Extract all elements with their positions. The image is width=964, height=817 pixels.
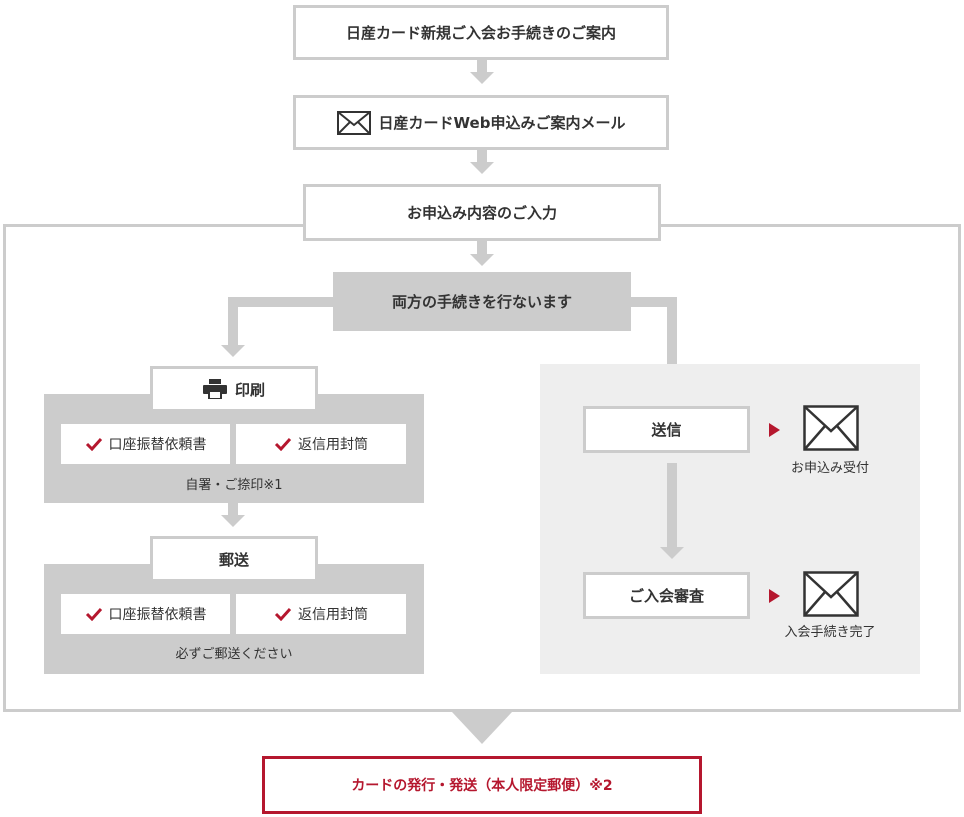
arrow-head — [470, 254, 494, 266]
both-procedures-label: 両方の手続きを行ないます — [391, 293, 572, 311]
final-step-box: カードの発行・発送（本人限定郵便）※2 — [262, 756, 702, 814]
check-item-label: 口座振替依頼書 — [108, 437, 207, 453]
print-note: 自署・ご捺印※1 — [185, 478, 283, 493]
mail-header: 郵送 — [150, 536, 318, 582]
check-item: 返信用封筒 — [236, 594, 406, 634]
send-box: 送信 — [583, 406, 750, 453]
review-label: ご入会審査 — [628, 587, 704, 605]
printer-icon — [202, 379, 227, 399]
mail-icon — [336, 110, 371, 135]
send-label: 送信 — [651, 421, 682, 439]
check-item-label: 口座振替依頼書 — [108, 607, 207, 623]
check-item: 口座振替依頼書 — [61, 424, 230, 464]
check-item: 返信用封筒 — [236, 424, 406, 464]
step-email-box: 日産カードWeb申込みご案内メール — [293, 95, 669, 150]
branch-connector-right — [667, 297, 677, 377]
mail-label: 郵送 — [218, 550, 249, 569]
arrow-head — [470, 162, 494, 174]
arrow-shaft — [477, 60, 487, 74]
arrow-head — [452, 712, 512, 744]
arrow-head — [221, 515, 245, 527]
mail-icon — [803, 405, 859, 451]
both-procedures-box: 両方の手続きを行ないます — [333, 272, 631, 331]
step-input-box: お申込み内容のご入力 — [303, 184, 661, 241]
check-item-label: 返信用封筒 — [298, 437, 368, 453]
play-arrow-icon — [769, 423, 780, 437]
checkmark-icon — [85, 437, 102, 451]
branch-connector-right — [631, 297, 677, 307]
step-guide-label: 日産カード新規ご入会お手続きのご案内 — [345, 24, 616, 42]
checkmark-icon — [85, 607, 102, 621]
print-label: 印刷 — [234, 380, 265, 399]
arrow-shaft — [477, 241, 487, 256]
arrow-shaft — [228, 503, 238, 517]
arrow-head — [221, 345, 245, 357]
mail-note: 必ずご郵送ください — [175, 647, 293, 662]
check-item-label: 返信用封筒 — [298, 607, 368, 623]
step-input-label: お申込み内容のご入力 — [406, 204, 557, 222]
review-result: 入会手続き完了 — [784, 625, 876, 640]
play-arrow-icon — [769, 589, 780, 603]
arrow-head — [660, 547, 684, 559]
arrow-shaft — [667, 463, 677, 549]
step-email-label: 日産カードWeb申込みご案内メール — [378, 114, 626, 132]
step-guide-box: 日産カード新規ご入会お手続きのご案内 — [293, 5, 669, 60]
checkmark-icon — [274, 607, 292, 621]
final-step-label: カードの発行・発送（本人限定郵便）※2 — [351, 778, 613, 794]
checkmark-icon — [274, 437, 292, 451]
arrow-shaft — [477, 150, 487, 164]
mail-icon — [803, 571, 859, 617]
send-result: お申込み受付 — [790, 461, 869, 476]
review-box: ご入会審査 — [583, 572, 750, 619]
arrow-head — [470, 72, 494, 84]
branch-connector-left — [228, 297, 238, 347]
print-header: 印刷 — [150, 366, 318, 412]
branch-connector-left — [228, 297, 333, 307]
check-item: 口座振替依頼書 — [61, 594, 230, 634]
